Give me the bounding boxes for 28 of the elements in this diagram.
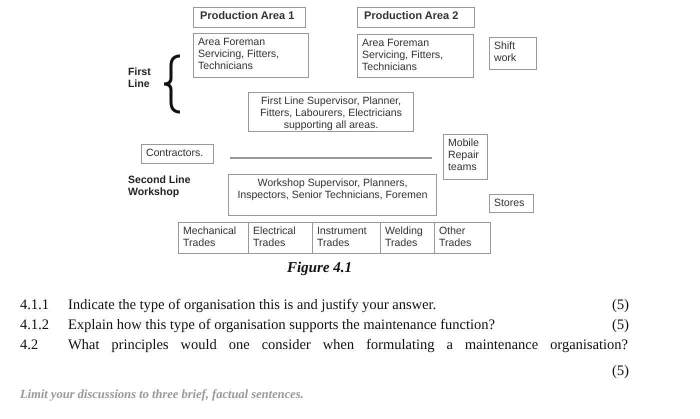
question-number: 4.1.2 [20, 317, 49, 334]
trade-box: Welding Trades [380, 222, 435, 254]
process-box: Area Foreman Servicing, Fitters, Technicians [357, 34, 474, 78]
mark-allocation: (5) [612, 363, 629, 380]
mark-allocation: (5) [612, 317, 629, 334]
heading-box: Production Area 2 [357, 7, 475, 28]
trade-box: Other Trades [434, 222, 491, 254]
question-text: Indicate the type of organisation this is and justify your answer. [68, 297, 436, 314]
heading-box: Production Area 1 [193, 7, 306, 28]
question-number: 4.1.1 [20, 297, 49, 314]
level-label: First Line [128, 66, 152, 90]
question-number: 4.2 [20, 337, 38, 354]
question-text: What principles would one consider when formulating a maintenance organisation? [68, 337, 628, 354]
mark-allocation: (5) [612, 297, 629, 314]
figure-caption: Figure 4.1 [287, 260, 352, 277]
trade-box: Mechanical Trades [178, 222, 249, 254]
instruction-note: Limit your discussions to three brief, factual sentences. [20, 387, 304, 402]
process-box: Mobile Repair teams [443, 134, 488, 180]
process-box: Stores [489, 194, 534, 213]
process-box: Workshop Supervisor, Planners, Inspectors, Senior Technicians, Foremen [228, 174, 437, 216]
level-label: Second Line Workshop [128, 174, 192, 198]
process-box: Contractors. [141, 144, 214, 164]
process-box: Shift work [489, 37, 537, 70]
trade-box: Instrument Trades [312, 222, 381, 254]
process-box: Area Foreman Servicing, Fitters, Technicians [193, 33, 309, 78]
question-text: Explain how this type of organisation supports the maintenance function? [68, 317, 495, 334]
process-box: First Line Supervisor, Planner, Fitters, Labourers, Electricians supporting all areas. [248, 92, 414, 132]
trade-box: Electrical Trades [248, 222, 313, 254]
